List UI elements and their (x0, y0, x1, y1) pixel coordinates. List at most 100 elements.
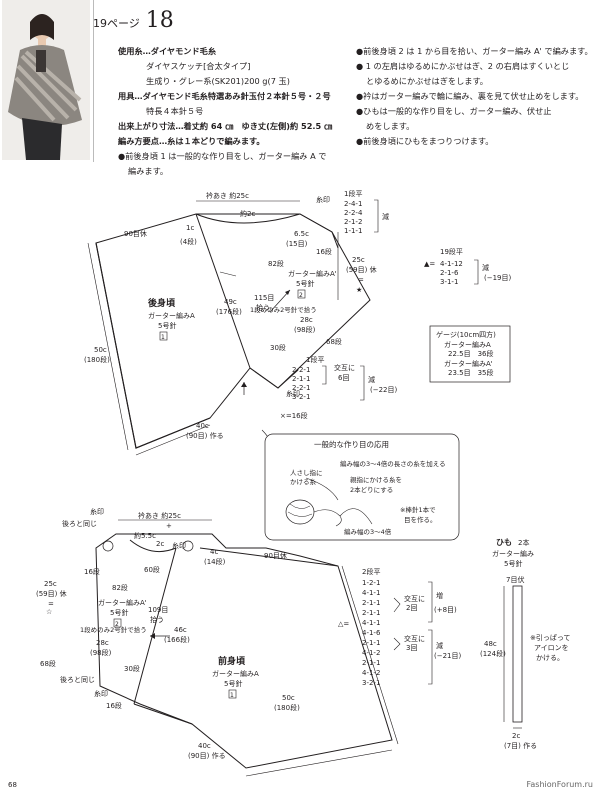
front-dec-group: 2段平 1-2-1 4-1-1 2-1-1 2-1-1 4-1-1 4-1-6 … (338, 567, 462, 687)
front-30dan: 30段 (124, 664, 140, 673)
back-itojirushi: 糸印 (316, 195, 330, 204)
front-neck-open: 衿あき 約25c (138, 511, 181, 520)
back-dec2-head: 1段平 (306, 355, 324, 364)
materials-block: 使用糸…ダイヤモンド毛糸 ダイヤスケッチ[合太タイプ] 生成り・グレー系(SK2… (118, 44, 332, 179)
howto-box: 一般的な作り目の応用 人さし指に かける糸 編み幅の3〜4倍の長さの糸を加える … (261, 429, 460, 541)
back-gen22-total: (−22目) (370, 386, 398, 394)
watermark: FashionForum.ru (526, 780, 593, 789)
back-65c: 6.5c (294, 230, 309, 238)
back-dec1-head: 1段平 (344, 189, 362, 198)
himo-count: 2本 (518, 538, 529, 547)
front-dec-r8: 2-1-1 (362, 659, 380, 667)
howto-a2: かける糸 (290, 477, 317, 486)
page-number: 68 (8, 781, 17, 789)
front-inner-pattern: ガーター編みA' (98, 598, 147, 607)
back-dec2-b: 2-1-1 (292, 375, 310, 383)
back-82dan: 82段 (268, 259, 284, 268)
front-dec-r0: 1-2-1 (362, 579, 380, 587)
triangle-dec-group: 19段平 ▲= 4-1-12 2-1-6 3-1-1 減 (−19目) (424, 247, 512, 286)
himo-note3: かける。 (536, 654, 564, 662)
himo-note2: アイロンを (534, 644, 569, 652)
front-neck-curve (129, 539, 177, 553)
back-dec1-d: 1-1-1 (344, 227, 362, 235)
back-dec2-d: 3-2-1 (292, 393, 310, 401)
back-dec2-a: 2-2-1 (292, 366, 310, 374)
back-alt6: 6回 (338, 374, 349, 382)
back-16dan: 16段 (316, 247, 332, 256)
tools-line-2: 特長４本針５号 (146, 106, 204, 116)
back-bottom-40c: 40c (196, 422, 209, 430)
himo-needle: 5号針 (504, 559, 522, 568)
front-dec-alt3: 3回 (406, 644, 417, 652)
yarn-ball-icon (285, 499, 315, 525)
front-46c: 46c (174, 626, 187, 634)
front-needle: 5号針 (224, 679, 242, 688)
himo-bottom-rows: (7目) 作る (504, 741, 537, 750)
tri-rows: 19段平 (440, 247, 463, 256)
header-divider (93, 0, 94, 162)
model-photo (2, 0, 90, 160)
back-inner-needle: 5号針 (296, 279, 314, 288)
front-4c: 4c (210, 548, 218, 556)
step-1b: 編みます。 (128, 166, 169, 176)
back-dec1-b: 2-2-4 (344, 209, 363, 217)
front-pickup-note: 1段めのみ2号針で拾う (80, 625, 147, 634)
step-right-6: めをします。 (366, 121, 415, 131)
back-176dan: (176段) (216, 307, 242, 316)
front-title: 前身頃 (218, 655, 246, 667)
gauge-l3: ガーター編みA' (444, 359, 493, 368)
front-dec-r2: 2-1-1 (362, 599, 380, 607)
front-82dan: 82段 (112, 583, 128, 592)
himo-pattern: ガーター編み (492, 549, 534, 558)
front-dec-head: 2段平 (362, 567, 380, 576)
back-inner-pattern: ガーター編みA' (288, 269, 337, 278)
himo-top: 7目伏 (506, 575, 524, 584)
howto-d: ※棒針1本で (400, 505, 436, 514)
himo-len-rows: (124段) (480, 649, 506, 658)
gauge-box: ゲージ(10cm四方) ガーター編みA 22.5目 36段 ガーター編みA' 2… (429, 325, 511, 383)
step-right-5: ●ひもは一般的な作り目をし、ガーター編み、伏せ止 (356, 106, 552, 116)
front-55c: 約5.5c (134, 531, 156, 540)
back-bottom-90me: (90目) 作る (186, 431, 224, 440)
method-note: 編み方要点…糸は１本どりで編みます。 (118, 136, 265, 146)
front-dec-zou-total: (+8目) (434, 606, 457, 614)
gauge-l4: 23.5目 35段 (448, 368, 494, 377)
front-109me: 109目 (148, 606, 168, 614)
back-49c: 49c (224, 298, 237, 306)
front-68dan: 68段 (40, 659, 56, 668)
gauge-l1: ガーター編みA (444, 340, 491, 349)
front-98dan: (98段) (90, 648, 112, 657)
himo-group: ひも 2本 ガーター編み 5号針 7目伏 48c (124段) ※引っぱって ア… (480, 538, 571, 750)
step-right-3: とゆるめにかぶせはぎをします。 (366, 76, 488, 86)
front-dec-r7: 4-1-2 (362, 649, 380, 657)
gauge-title: ゲージ(10cm四方) (436, 330, 496, 339)
back-left-180dan: (180段) (84, 355, 110, 364)
back-title: 後身頃 (148, 297, 176, 309)
gauge-l2: 22.5目 36段 (448, 349, 494, 358)
yarn-line: 使用糸…ダイヤモンド毛糸 (118, 46, 217, 56)
back-needle: 5号針 (158, 321, 176, 330)
back-alt: 交互に (334, 363, 355, 372)
front-2c: 2c (156, 540, 164, 548)
step-right-1: ●前後身頃 2 は 1 から目を拾い、ガーター編み A' で編みます。 (356, 46, 593, 56)
front-dec-alt2: 2回 (406, 604, 417, 612)
back-cross: ×=16段 (280, 411, 308, 420)
back-68dan: 68段 (326, 337, 342, 346)
front-dec-r6: 2-1-1 (362, 639, 380, 647)
step-right-4: ●衿はガーター編みで輪に編み、裏を見て伏せ止めをします。 (356, 91, 584, 101)
howto-a: 人さし指に (290, 468, 323, 477)
front-dec-r9: 4-1-2 (362, 669, 380, 677)
tri-sym: ▲= (424, 260, 435, 268)
back-pickup-note: 1段めのみ2号針で拾う (250, 305, 317, 314)
back-ito: 糸印 (286, 389, 300, 398)
back-side-25c: 25c (352, 256, 365, 264)
front-14dan: (14段) (204, 557, 226, 566)
front-dec-r3: 2-1-1 (362, 609, 380, 617)
front-right-180dan: (180段) (274, 703, 300, 712)
back-pattern: ガーター編みA (148, 311, 195, 320)
model-illustration (2, 0, 90, 160)
front-piece-outline (95, 533, 393, 769)
back-star: ★ (356, 286, 362, 294)
back-num: 1 (161, 334, 165, 341)
